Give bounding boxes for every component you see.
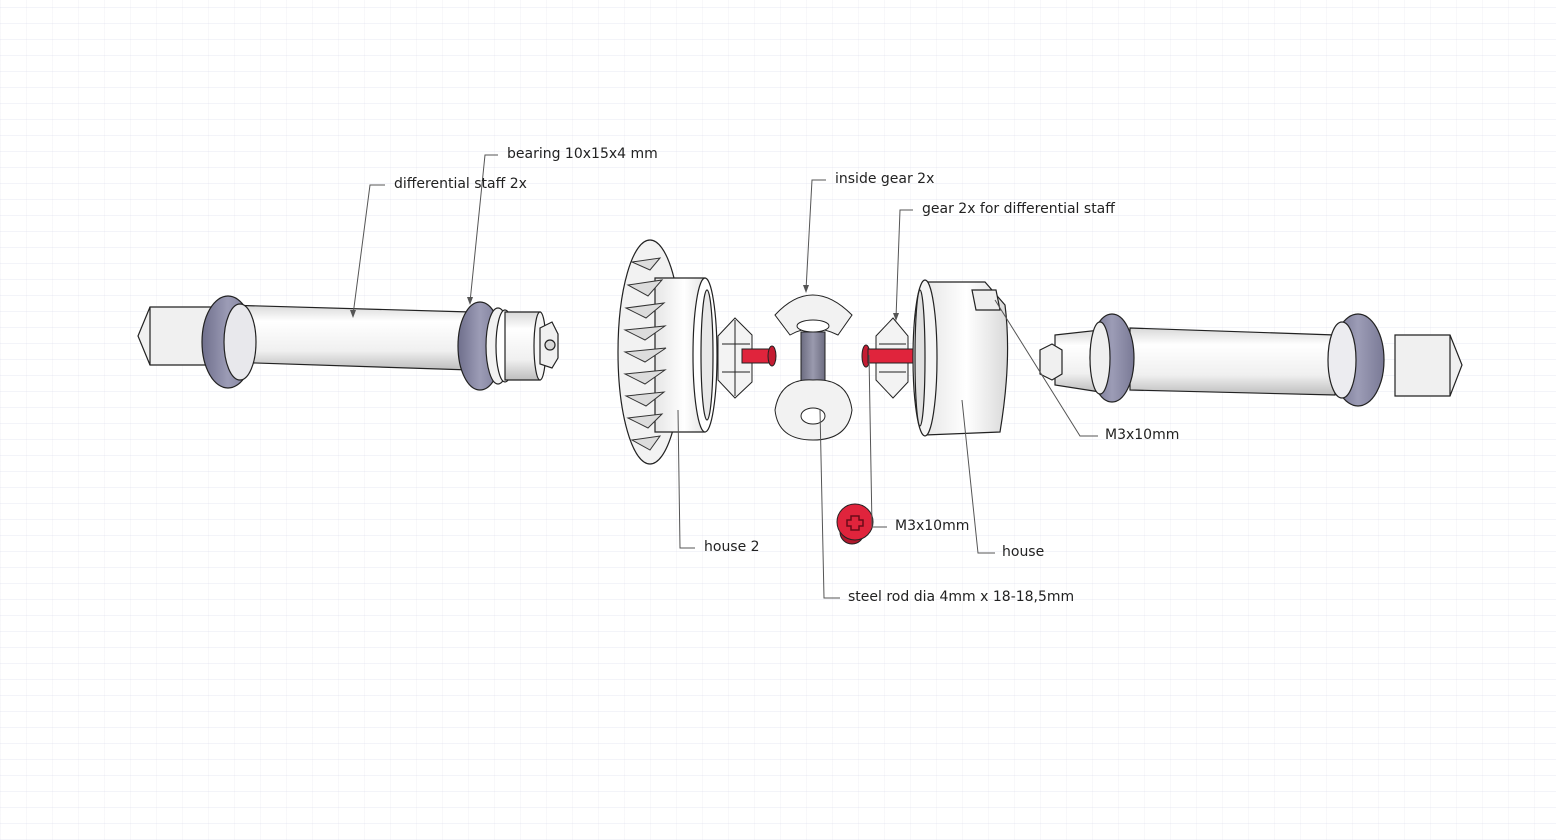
- left-screw: [741, 345, 777, 367]
- inside-gear-bottom: [774, 379, 853, 441]
- left-differential-staff: [137, 295, 559, 391]
- leader-house2: [677, 409, 695, 549]
- label-house: house: [1002, 544, 1045, 560]
- leader-bearing: [469, 154, 498, 303]
- leader-gear-staff: [895, 209, 913, 319]
- right-screw: [861, 344, 921, 368]
- left-staff-gear: [717, 317, 753, 399]
- label-differential-staff: differential staff 2x: [394, 176, 527, 192]
- right-bearing-outer: [1327, 313, 1385, 407]
- leader-house: [961, 399, 995, 554]
- label-steel-rod: steel rod dia 4mm x 18-18,5mm: [848, 589, 1075, 605]
- left-bearing-outer: [201, 295, 257, 389]
- leader-m3-right: [994, 299, 1098, 437]
- house: [912, 279, 1009, 437]
- inside-gear-top: [774, 294, 853, 336]
- leader-lines: [352, 154, 1098, 599]
- label-inside-gear: inside gear 2x: [835, 171, 935, 187]
- right-bearing-inner: [1089, 313, 1135, 403]
- right-differential-staff: [1039, 313, 1463, 407]
- label-screw-right: M3x10mm: [1105, 427, 1180, 443]
- leader-m3-bottom: [868, 354, 887, 528]
- label-bearing: bearing 10x15x4 mm: [507, 146, 658, 162]
- leader-inside-gear: [805, 179, 826, 291]
- leader-steel-rod: [819, 409, 840, 599]
- label-screw-bottom: M3x10mm: [895, 518, 970, 534]
- label-house2: house 2: [704, 539, 760, 555]
- label-gear-for-staff: gear 2x for differential staff: [922, 201, 1115, 217]
- leader-differential-staff: [352, 184, 385, 316]
- loose-screw: [836, 503, 874, 545]
- house-2: [617, 239, 718, 465]
